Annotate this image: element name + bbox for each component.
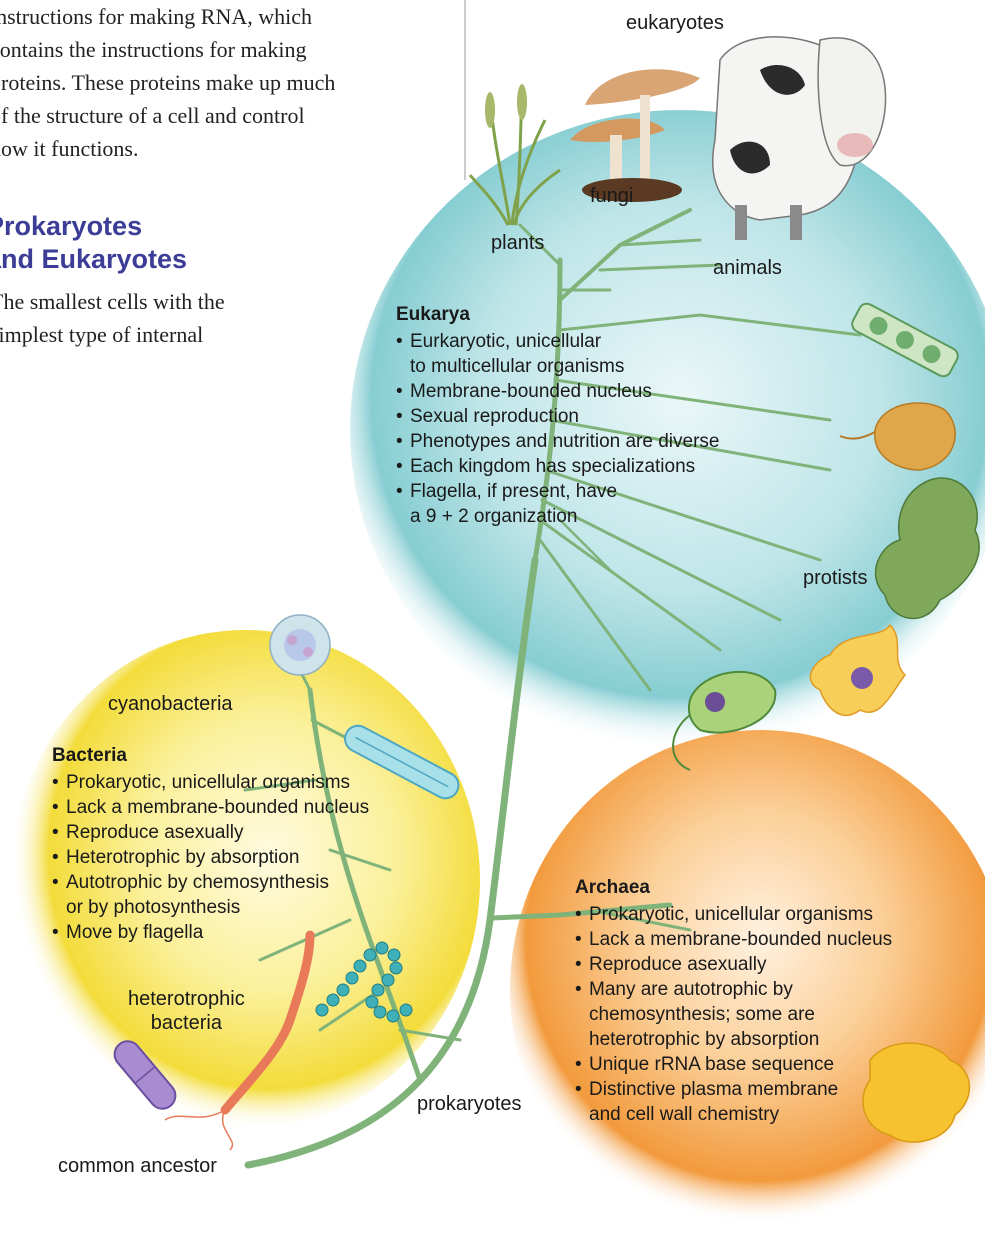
point-line: Unique rRNA base sequence bbox=[589, 1054, 835, 1075]
point-line: a 9 + 2 organization bbox=[410, 506, 578, 527]
label-protists: protists bbox=[803, 567, 868, 589]
paragraph-line: how it functions. bbox=[0, 136, 139, 161]
amoeba-icon bbox=[809, 623, 906, 717]
paragraph-line: instructions for making RNA, which bbox=[0, 4, 313, 29]
list-item: Heterotrophic by absorption bbox=[52, 845, 369, 870]
list-item: Autotrophic by chemosynthesis or by photo… bbox=[52, 870, 369, 920]
archaea-points: Prokaryotic, unicellular organisms Lack … bbox=[575, 902, 892, 1127]
paragraph-line: proteins. These proteins make up much bbox=[0, 70, 336, 95]
euglena-icon bbox=[672, 670, 777, 771]
list-item: Reproduce asexually bbox=[575, 952, 892, 977]
rod-bacterium-icon bbox=[344, 724, 460, 800]
grass-plant-icon bbox=[468, 84, 561, 226]
point-line: Lack a membrane-bounded nucleus bbox=[589, 929, 893, 950]
mushroom-icon bbox=[570, 69, 700, 202]
bacteria-description: Bacteria Prokaryotic, unicellular organi… bbox=[52, 743, 369, 945]
label-fungi: fungi bbox=[590, 185, 634, 207]
label-prokaryotes: prokaryotes bbox=[417, 1093, 522, 1115]
paragraph-line: contains the instructions for making bbox=[0, 37, 307, 62]
cyanobacterium-icon bbox=[269, 614, 331, 676]
point-line: Lack a membrane-bounded nucleus bbox=[66, 797, 370, 818]
list-item: Prokaryotic, unicellular organisms bbox=[52, 770, 369, 795]
bacteria-title: Bacteria bbox=[52, 745, 127, 766]
point-line: heterotrophic by absorption bbox=[589, 1029, 820, 1050]
eukarya-title: Eukarya bbox=[396, 304, 470, 325]
textbook-paragraph-2: The smallest cells with the simplest typ… bbox=[0, 285, 225, 351]
bacteria-points: Prokaryotic, unicellular organisms Lack … bbox=[52, 770, 369, 945]
list-item: Flagella, if present, have a 9 + 2 organi… bbox=[396, 479, 719, 529]
eukarya-points: Eurkaryotic, unicellular to multicellular… bbox=[396, 329, 719, 529]
label-plants: plants bbox=[491, 232, 545, 254]
section-heading: Prokaryotes and Eukaryotes bbox=[0, 210, 187, 276]
coccus-chain-icon bbox=[315, 941, 413, 1023]
point-line: Move by flagella bbox=[66, 922, 204, 943]
label-heterotrophic-bacteria: heterotrophic bacteria bbox=[128, 987, 245, 1035]
spirochete-icon bbox=[164, 930, 315, 1151]
cow-icon bbox=[712, 36, 887, 240]
list-item: Membrane-bounded nucleus bbox=[396, 379, 719, 404]
point-line: Heterotrophic by absorption bbox=[66, 847, 300, 868]
label-line: heterotrophic bbox=[128, 988, 245, 1010]
seaweed-icon bbox=[874, 477, 980, 620]
point-line: Many are autotrophic by bbox=[589, 979, 793, 1000]
point-line: and cell wall chemistry bbox=[589, 1104, 780, 1125]
point-line: Reproduce asexually bbox=[589, 954, 767, 975]
heading-line: and Eukaryotes bbox=[0, 244, 188, 274]
point-line: Autotrophic by chemosynthesis bbox=[66, 872, 329, 893]
point-line: to multicellular organisms bbox=[410, 356, 625, 377]
list-item: Unique rRNA base sequence bbox=[575, 1052, 892, 1077]
point-line: Flagella, if present, have bbox=[410, 481, 618, 502]
point-line: Sexual reproduction bbox=[410, 406, 579, 427]
label-animals: animals bbox=[713, 257, 782, 279]
point-line: Membrane-bounded nucleus bbox=[410, 381, 652, 402]
list-item: Sexual reproduction bbox=[396, 404, 719, 429]
heading-line: Prokaryotes bbox=[0, 211, 143, 241]
point-line: Prokaryotic, unicellular organisms bbox=[589, 904, 874, 925]
list-item: Move by flagella bbox=[52, 920, 369, 945]
algae-filament-icon bbox=[851, 302, 959, 378]
list-item: Eurkaryotic, unicellular to multicellular… bbox=[396, 329, 719, 379]
point-line: Each kingdom has specializations bbox=[410, 456, 696, 477]
paragraph-line: simplest type of internal bbox=[0, 322, 204, 347]
list-item: Many are autotrophic by chemosynthesis; s… bbox=[575, 977, 892, 1052]
point-line: Distinctive plasma membrane bbox=[589, 1079, 839, 1100]
list-item: Distinctive plasma membrane and cell wall… bbox=[575, 1077, 892, 1127]
list-item: Reproduce asexually bbox=[52, 820, 369, 845]
point-line: Reproduce asexually bbox=[66, 822, 244, 843]
point-line: Prokaryotic, unicellular organisms bbox=[66, 772, 351, 793]
protozoan-icon bbox=[839, 402, 956, 471]
paragraph-line: of the structure of a cell and control bbox=[0, 103, 305, 128]
point-line: Eurkaryotic, unicellular bbox=[410, 331, 602, 352]
list-item: Lack a membrane-bounded nucleus bbox=[575, 927, 892, 952]
label-cyanobacteria: cyanobacteria bbox=[108, 693, 233, 715]
list-item: Phenotypes and nutrition are diverse bbox=[396, 429, 719, 454]
list-item: Prokaryotic, unicellular organisms bbox=[575, 902, 892, 927]
archaea-description: Archaea Prokaryotic, unicellular organis… bbox=[575, 875, 892, 1127]
list-item: Lack a membrane-bounded nucleus bbox=[52, 795, 369, 820]
label-common-ancestor: common ancestor bbox=[58, 1155, 217, 1177]
label-eukaryotes: eukaryotes bbox=[626, 12, 724, 34]
point-line: chemosynthesis; some are bbox=[589, 1004, 815, 1025]
eukarya-description: Eukarya Eurkaryotic, unicellular to multi… bbox=[396, 302, 719, 529]
label-line: bacteria bbox=[150, 1012, 222, 1034]
list-item: Each kingdom has specializations bbox=[396, 454, 719, 479]
rod-bacterium-icon bbox=[113, 1040, 177, 1110]
textbook-paragraph: instructions for making RNA, which conta… bbox=[0, 0, 335, 165]
archaea-title: Archaea bbox=[575, 877, 650, 898]
point-line: Phenotypes and nutrition are diverse bbox=[410, 431, 720, 452]
point-line: or by photosynthesis bbox=[66, 897, 241, 918]
paragraph-line: The smallest cells with the bbox=[0, 289, 225, 314]
